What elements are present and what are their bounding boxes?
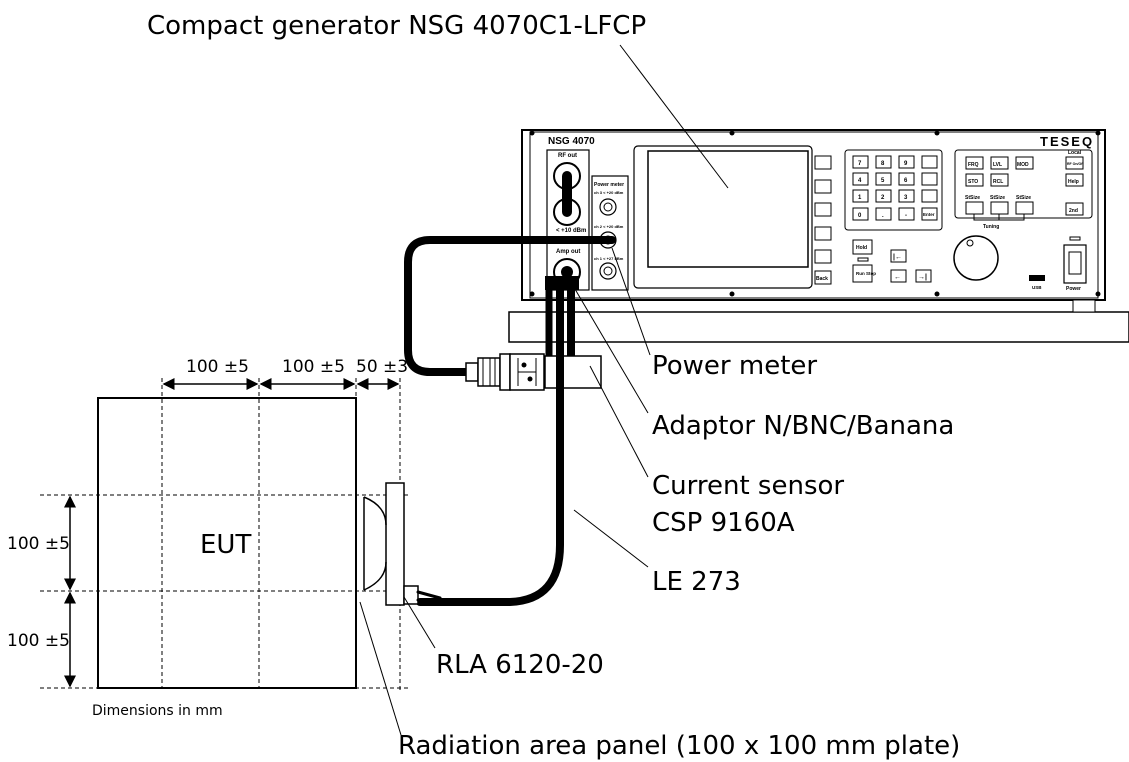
left-dimensions: 100 ±5 100 ±5 [7, 495, 76, 688]
current-sensor-model-label: CSP 9160A [652, 508, 795, 538]
svg-text:2: 2 [881, 195, 885, 201]
svg-text:Help: Help [1068, 179, 1079, 185]
compact-generator: NSG 4070 TESEQ RF out < +10 dBm Amp out … [521, 129, 1106, 301]
display-screen [647, 150, 809, 268]
svg-text:→|: →| [918, 274, 927, 281]
rf-level-label: < +10 dBm [556, 228, 586, 234]
back-key: Back [816, 276, 828, 282]
svg-text:2nd: 2nd [1069, 208, 1078, 214]
tuning-knob [953, 235, 999, 281]
keypad: 7 8 9 4 5 6 1 2 3 0 . - Enter [852, 155, 938, 221]
svg-text:RCL: RCL [993, 179, 1003, 185]
dim-left-2: 100 ±5 [7, 631, 70, 651]
svg-text:Tuning: Tuning [983, 224, 999, 230]
power-meter-panel-label: Power meter [594, 182, 624, 188]
svg-text:USB: USB [1032, 285, 1042, 290]
function-keys: FRQ LVL MOD STO RCL Local RF On/Off Help… [965, 150, 1084, 230]
svg-text:6: 6 [904, 178, 908, 184]
amp-out-label: Amp out [556, 249, 580, 255]
ch1-label: ch 1 < +27 dBm [594, 256, 624, 261]
adaptor-n-bnc-banana [465, 353, 545, 391]
usb-port [1029, 275, 1045, 281]
svg-text:FRQ: FRQ [968, 162, 979, 168]
svg-text:-: - [905, 213, 907, 219]
svg-text:StSize: StSize [990, 195, 1005, 201]
svg-text:Hold: Hold [856, 245, 867, 251]
dim-top-1: 100 ±5 [186, 357, 249, 377]
ch3-label: ch 3 < +20 dBm [594, 190, 624, 195]
svg-text:5: 5 [881, 178, 885, 184]
generator-label: Compact generator NSG 4070C1-LFCP [147, 11, 646, 41]
svg-text:LVL: LVL [993, 162, 1002, 168]
svg-text:0: 0 [858, 213, 862, 219]
dim-top-3: 50 ±3 [356, 357, 408, 377]
power-meter-label: Power meter [652, 351, 817, 381]
adaptor-label: Adaptor N/BNC/Banana [652, 411, 954, 441]
eut-box: EUT [40, 378, 408, 692]
table-shelf [508, 299, 1129, 343]
dim-top-2: 100 ±5 [282, 357, 345, 377]
svg-text:1: 1 [858, 195, 862, 201]
svg-text:RF On/Off: RF On/Off [1067, 162, 1084, 166]
rla-antenna [363, 482, 442, 606]
leader-lines [359, 44, 729, 736]
svg-text:|←: |← [893, 254, 902, 261]
rf-out-label: RF out [558, 153, 577, 159]
brand-logo: TESEQ [1040, 134, 1094, 149]
svg-text:Local: Local [1068, 150, 1082, 156]
dim-left-1: 100 ±5 [7, 534, 70, 554]
rla-label: RLA 6120-20 [436, 650, 604, 680]
svg-text:MOD: MOD [1017, 162, 1029, 168]
top-dimensions: 100 ±5 100 ±5 50 ±3 [162, 357, 408, 390]
svg-text:7: 7 [858, 161, 862, 167]
eut-label: EUT [200, 530, 251, 560]
radiation-panel-label: Radiation area panel (100 x 100 mm plate… [398, 731, 960, 761]
svg-text:Enter: Enter [923, 212, 935, 217]
svg-text:StSize: StSize [1016, 195, 1031, 201]
svg-text:.: . [882, 213, 884, 219]
current-sensor-label: Current sensor [652, 471, 844, 501]
svg-text:4: 4 [858, 178, 862, 184]
svg-text:Power: Power [1066, 286, 1081, 292]
ch2-label: ch 2 < +20 dBm [594, 224, 624, 229]
svg-text:Run Stop: Run Stop [856, 271, 876, 276]
device-model: NSG 4070 [548, 136, 595, 147]
units-note: Dimensions in mm [92, 703, 223, 719]
svg-text:8: 8 [881, 161, 885, 167]
svg-text:StSize: StSize [965, 195, 980, 201]
le-273-label: LE 273 [652, 567, 741, 597]
svg-text:←: ← [894, 274, 901, 281]
current-sensor [544, 352, 602, 394]
svg-text:3: 3 [904, 195, 908, 201]
svg-text:STO: STO [968, 179, 978, 185]
svg-text:9: 9 [904, 161, 908, 167]
